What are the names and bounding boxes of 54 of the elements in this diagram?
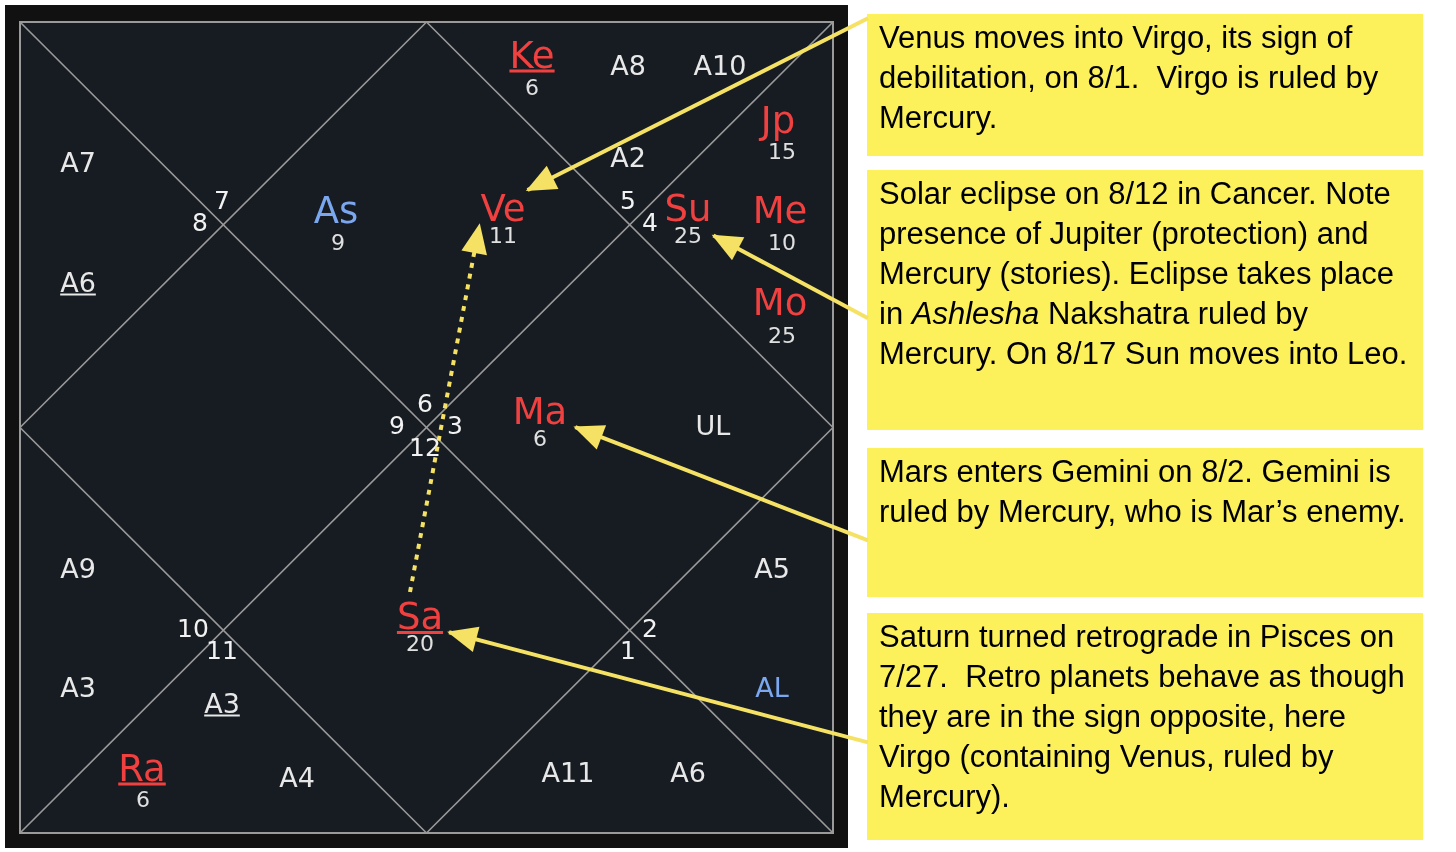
- house-number: 8: [192, 209, 208, 235]
- degree-number: 25: [768, 325, 796, 347]
- arudha-label: A10: [693, 51, 747, 79]
- planet-symbol: Mo: [752, 283, 808, 321]
- arrow: [573, 425, 869, 543]
- house-number: 1: [620, 637, 636, 663]
- degree-number: 20: [405, 633, 435, 655]
- planet-symbol: As: [313, 191, 359, 229]
- degree-number: 6: [136, 789, 150, 811]
- arudha-label: A4: [279, 763, 315, 791]
- house-number: 11: [206, 637, 238, 663]
- planet-symbol: Ra: [118, 749, 166, 787]
- arrow: [408, 223, 487, 593]
- arudha-label: A3: [204, 689, 240, 717]
- arudha-label: A6: [670, 758, 706, 786]
- arudha-label: A7: [60, 148, 96, 176]
- planet-symbol: Jp: [760, 101, 796, 139]
- house-number: 4: [642, 209, 658, 235]
- note-box: Saturn turned retrograde in Pisces on 7/27. Retro planets behave as though they are in the sign opposite, here Virgo (containing Venus, ruled by Mercury).: [867, 613, 1423, 840]
- planet-symbol: Ma: [512, 393, 568, 430]
- degree-number: 6: [525, 77, 539, 99]
- arudha-label: A3: [60, 673, 96, 701]
- house-number: 5: [620, 187, 636, 213]
- degree-number: 6: [532, 428, 548, 450]
- arudha-label: A5: [754, 554, 790, 582]
- arudha-label: AL: [755, 673, 789, 701]
- arrow: [447, 626, 869, 745]
- note-box: Venus moves into Virgo, its sign of debilitation, on 8/1. Virgo is ruled by Mercury.: [867, 14, 1423, 156]
- degree-number: 9: [331, 232, 345, 254]
- planet-symbol: Ve: [480, 190, 526, 227]
- house-number: 6: [417, 390, 433, 416]
- house-number: 12: [409, 434, 441, 460]
- note-box: Mars enters Gemini on 8/2. Gemini is ruled by Mercury, who is Mar’s enemy.: [867, 448, 1423, 597]
- arudha-label: A11: [541, 758, 595, 786]
- house-number: 9: [389, 412, 405, 438]
- arudha-label: A2: [610, 143, 646, 171]
- house-number: 7: [214, 187, 230, 213]
- arrow: [711, 233, 869, 320]
- house-number: 2: [642, 615, 658, 641]
- arudha-label: A6: [60, 268, 96, 296]
- planet-symbol: Sa: [396, 598, 444, 635]
- arudha-label: UL: [695, 411, 731, 439]
- house-number: 10: [177, 615, 209, 641]
- planet-symbol: Ke: [509, 36, 555, 74]
- planet-symbol: Su: [664, 190, 712, 227]
- planet-symbol: Me: [752, 191, 808, 229]
- degree-number: 25: [673, 225, 703, 247]
- arudha-label: A8: [610, 51, 646, 79]
- degree-number: 10: [768, 232, 796, 254]
- note-box: Solar eclipse on 8/12 in Cancer. Note presence of Jupiter (protection) and Mercury (stories). Eclipse takes place in Ashlesha Nakshatra ruled by Mercury. On 8/17 Sun moves into Leo.: [867, 170, 1423, 430]
- degree-number: 15: [768, 141, 796, 163]
- degree-number: 11: [488, 225, 518, 247]
- house-number: 3: [447, 412, 463, 438]
- arudha-label: A9: [60, 554, 96, 582]
